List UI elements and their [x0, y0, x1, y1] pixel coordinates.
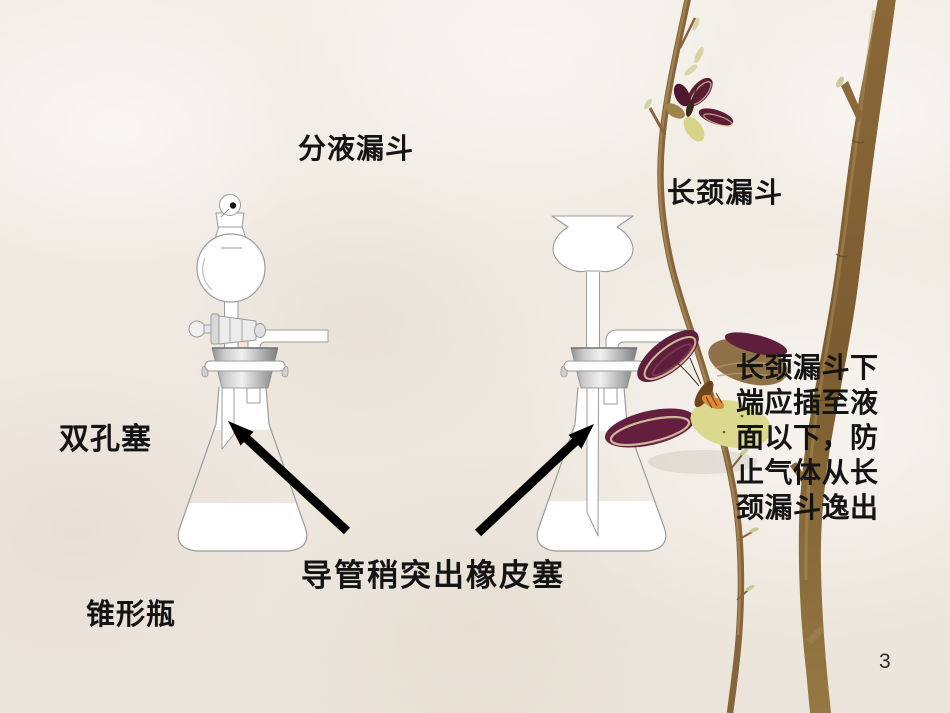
left-flask-fill: [178, 387, 307, 551]
right-tube-stub: [603, 387, 618, 405]
right-conical-flask: [536, 386, 667, 552]
left-inner-tube: [221, 388, 235, 450]
label-tube-note: 导管稍突出橡皮塞: [301, 558, 565, 593]
long-neck-funnel-bowl: [551, 215, 634, 273]
left-conical-flask: [177, 386, 308, 552]
branch-thin: [643, 0, 759, 713]
page-number: 3: [879, 650, 891, 673]
arrow-right: [474, 424, 594, 537]
arrow-left: [228, 421, 351, 535]
left-apparatus: [177, 194, 329, 552]
left-tube-stub: [246, 387, 261, 404]
right-apparatus: [536, 215, 689, 552]
funnel-bulb: [196, 233, 266, 303]
long-funnel-stem: [586, 272, 600, 350]
left-rubber-stopper: [201, 347, 289, 389]
branch-thick: [790, 0, 896, 713]
label-long-neck-funnel: 长颈漏斗: [667, 178, 784, 209]
butterfly-small: [665, 77, 734, 142]
long-funnel-tube-lower: [586, 387, 599, 537]
butterfly-large: [605, 329, 788, 474]
side-note-text: 长颈漏斗下端应插至液面以下，防止气体从长颈漏斗逸出: [736, 353, 879, 524]
label-double-hole-stopper: 双孔塞: [59, 423, 152, 456]
right-rubber-stopper: [560, 347, 648, 389]
stopcock: [188, 313, 266, 345]
label-separating-funnel: 分液漏斗: [298, 134, 415, 165]
separating-funnel: [196, 194, 266, 303]
label-conical-flask: 锥形瓶: [86, 599, 177, 631]
